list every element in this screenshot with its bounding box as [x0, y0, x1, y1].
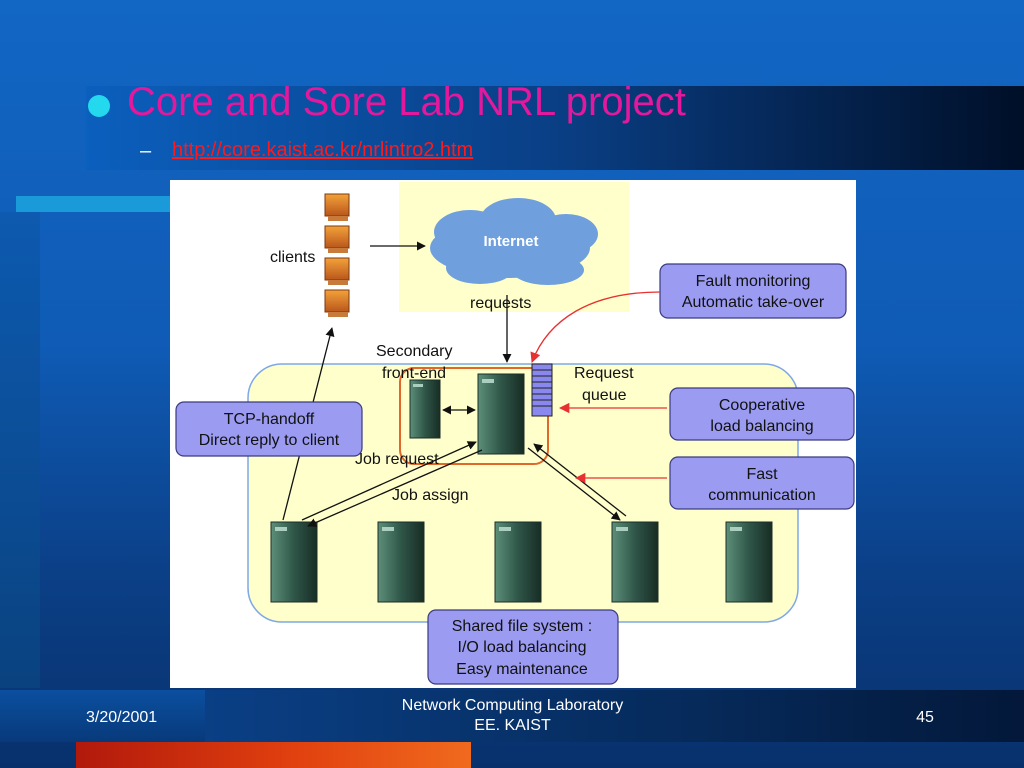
job-assign-label: Job assign [392, 487, 469, 504]
title-band [86, 86, 1024, 170]
svg-text:Fast: Fast [746, 466, 778, 483]
cooperative-load-balancing-callout: Cooperative load balancing [669, 387, 855, 441]
backend-server-5-icon [725, 521, 773, 603]
footer-page-number: 45 [916, 709, 934, 726]
footer-left-block [0, 690, 205, 742]
footer-band [205, 690, 1024, 742]
footer-date: 3/20/2001 [86, 709, 158, 726]
bullet-icon [88, 95, 110, 117]
svg-text:Fault monitoring: Fault monitoring [696, 273, 811, 290]
slide-title: Core and Sore Lab NRL project [127, 80, 686, 124]
job-request-arrow [301, 441, 477, 521]
clients-label: clients [270, 249, 315, 266]
footer-lab-line2: EE. KAIST [474, 717, 551, 734]
svg-text:I/O load balancing: I/O load balancing [458, 639, 587, 656]
tcp-handoff-callout: TCP-handoff Direct reply to client [175, 401, 363, 457]
svg-text:Direct reply to client: Direct reply to client [199, 432, 340, 449]
job-request-label: Job request [355, 451, 439, 468]
sub-bullet-dash: – [140, 140, 152, 162]
secondary-label-line2: front-end [382, 365, 446, 382]
backend-server-4-icon [611, 521, 659, 603]
fault-monitoring-red-arrow [530, 291, 661, 363]
svg-text:communication: communication [708, 487, 816, 504]
fault-monitoring-callout: Fault monitoring Automatic take-over [659, 263, 847, 319]
svg-text:Easy maintenance: Easy maintenance [456, 661, 588, 678]
job-assign-arrow-right [527, 447, 621, 521]
svg-text:Automatic take-over: Automatic take-over [682, 294, 825, 311]
left-band [0, 212, 40, 688]
svg-text:load balancing: load balancing [710, 418, 813, 435]
shared-file-system-callout: Shared file system : I/O load balancing … [427, 609, 619, 685]
requests-label: requests [470, 295, 531, 312]
footer-lab-line1: Network Computing Laboratory [401, 697, 624, 714]
internet-label: Internet [483, 233, 538, 250]
svg-text:TCP-handoff: TCP-handoff [224, 411, 315, 428]
svg-text:Shared file system :: Shared file system : [452, 618, 593, 635]
internet-cloud-icon [430, 198, 598, 285]
backend-server-2-icon [377, 521, 425, 603]
footer-lab: Network Computing Laboratory EE. KAIST [340, 696, 685, 736]
queue-label-line2: queue [582, 387, 627, 404]
fast-communication-callout: Fast communication [669, 456, 855, 510]
footer-accent-bar [76, 742, 471, 768]
queue-label-line1: Request [574, 365, 634, 382]
primary-front-end-server-icon [477, 373, 525, 455]
project-link[interactable]: http://core.kaist.ac.kr/nrlintro2.htm [172, 139, 474, 161]
client-computer-icons [324, 193, 350, 317]
backend-server-3-icon [494, 521, 542, 603]
architecture-diagram: Internet clients requests Secondary fron [170, 180, 856, 688]
svg-text:Cooperative: Cooperative [719, 397, 805, 414]
request-queue-icon [531, 363, 553, 417]
secondary-label-line1: Secondary [376, 343, 453, 360]
secondary-front-end-server-icon [409, 379, 441, 439]
backend-server-1-icon [270, 521, 318, 603]
accent-band [16, 196, 176, 212]
job-assign-arrow [307, 449, 483, 527]
